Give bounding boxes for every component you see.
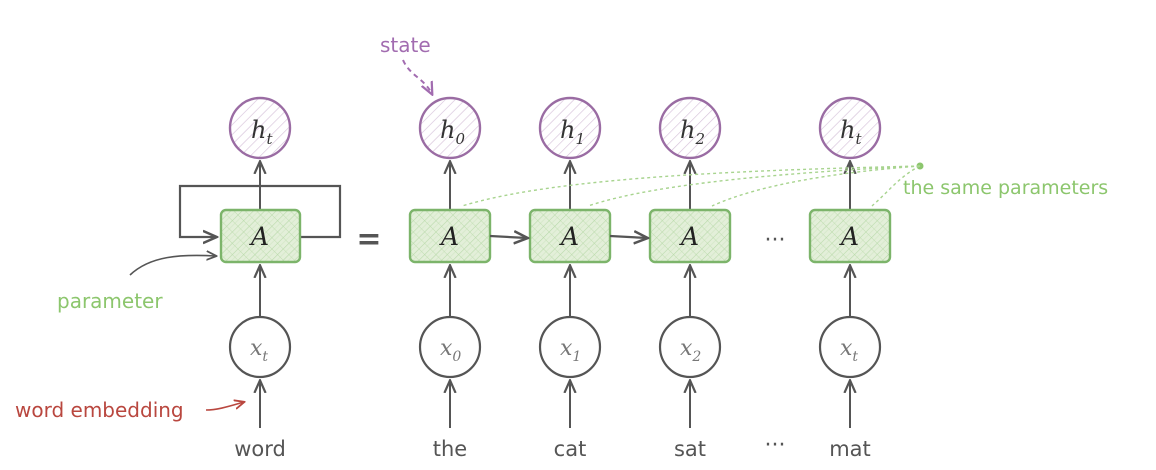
parameter-annotation-arrow (129, 255, 216, 276)
input-node-2: x2 (658, 315, 722, 379)
word-label-0: the (433, 437, 467, 461)
word-label-3: mat (829, 437, 871, 461)
cell-box-3: A (808, 208, 892, 264)
equals-sign: = (356, 222, 381, 257)
recurrent-arrow-1-2 (609, 236, 647, 238)
cell-box-2: A (648, 208, 732, 264)
hidden-state-label-2: h2 (680, 116, 705, 148)
word-embedding-annotation-arrow (205, 402, 244, 411)
input-label-2: x2 (680, 336, 701, 365)
cells-ellipsis: ··· (765, 228, 786, 253)
folded-hidden-state-node: ht (228, 96, 292, 160)
cell-box-1: A (528, 208, 612, 264)
input-label-1: x1 (560, 336, 581, 365)
same-parameters-label: the same parameters (903, 177, 1108, 199)
parameter-annotation: parameter (57, 255, 216, 313)
hidden-state-node-0: h0 (418, 96, 482, 160)
hidden-state-node-1: h1 (538, 96, 602, 160)
input-node-1: x1 (538, 315, 602, 379)
input-node-3: xt (818, 315, 882, 379)
same-parameters-link-2 (711, 165, 921, 207)
cell-label-1: A (559, 222, 579, 251)
folded-rnn: ht A xt word (178, 96, 342, 461)
state-annotation: state (380, 33, 432, 94)
cell-label-0: A (439, 222, 459, 251)
state-annotation-arrow (402, 59, 432, 94)
input-label-3: xt (840, 336, 858, 365)
folded-cell-box: A (219, 208, 302, 264)
state-annotation-label: state (380, 33, 431, 57)
same-parameters-link-3 (871, 165, 921, 207)
word-embedding-annotation: word embedding (15, 398, 244, 422)
unrolled-recurrent-arrows (489, 236, 647, 238)
hidden-state-label-3: ht (840, 116, 862, 148)
word-label-2: sat (674, 437, 706, 461)
same-parameters-link-1 (587, 165, 921, 207)
folded-input-label: xt (250, 336, 268, 365)
folded-input-node: xt (228, 315, 292, 379)
words-ellipsis: ··· (765, 433, 786, 458)
same-parameters-annotation: the same parameters (461, 162, 1108, 207)
folded-hidden-label: ht (251, 116, 273, 148)
parameter-annotation-label: parameter (57, 289, 163, 313)
word-embedding-annotation-label: word embedding (15, 398, 184, 422)
recurrent-arrow-0-1 (489, 236, 527, 238)
hidden-state-label-1: h1 (560, 116, 585, 148)
hidden-state-node-3: ht (818, 96, 882, 160)
same-parameters-link-0 (461, 165, 921, 207)
cell-label-3: A (839, 222, 859, 251)
folded-word-label: word (234, 437, 286, 461)
hidden-state-node-2: h2 (658, 96, 722, 160)
word-label-1: cat (554, 437, 587, 461)
input-label-0: x0 (440, 336, 461, 365)
cell-box-0: A (408, 208, 492, 264)
input-node-0: x0 (418, 315, 482, 379)
hidden-state-label-0: h0 (440, 116, 465, 148)
folded-cell-label: A (249, 222, 269, 251)
cell-label-2: A (679, 222, 699, 251)
